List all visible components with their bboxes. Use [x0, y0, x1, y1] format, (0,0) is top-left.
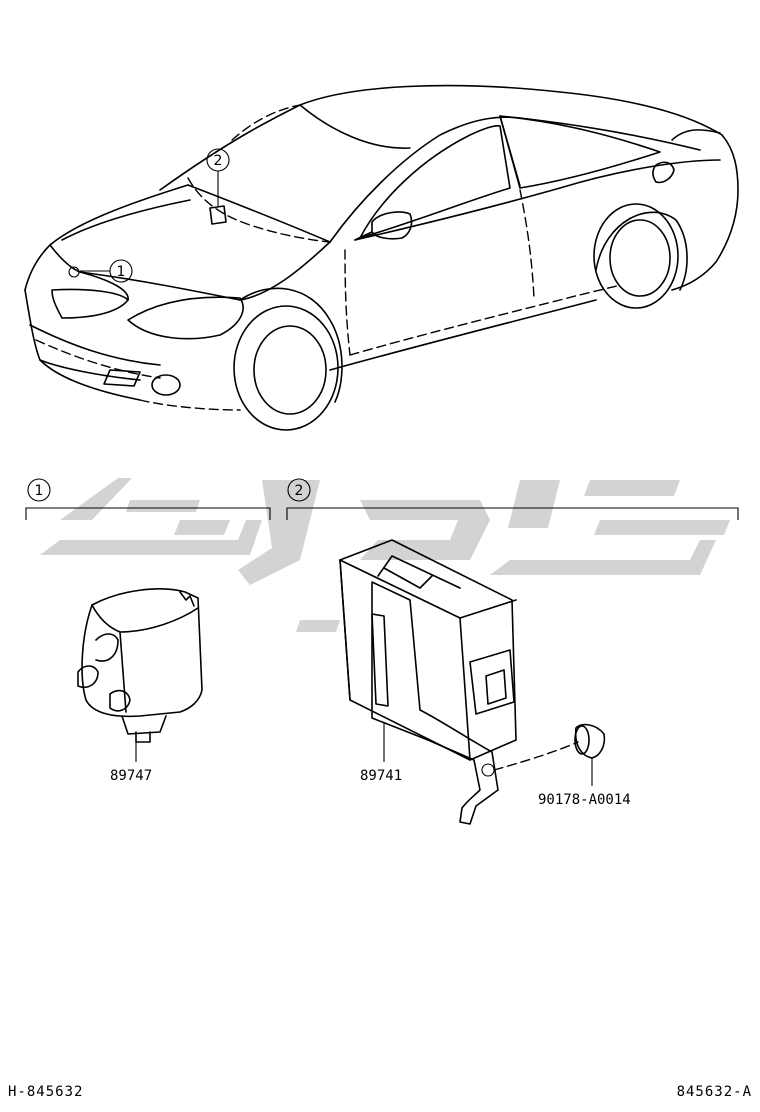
part-number-89741: 89741 [360, 768, 402, 784]
clip-part-drawing [493, 723, 606, 786]
section-2-header: 2 [286, 478, 739, 520]
part-number-89747: 89747 [110, 768, 152, 784]
section-2-label: 2 [295, 483, 304, 499]
section-1-header: 1 [25, 478, 271, 520]
section-1-label: 1 [35, 483, 44, 499]
buzzer-part-drawing [77, 588, 203, 762]
car-illustration [24, 84, 739, 431]
watermark-logo [40, 478, 730, 632]
part-number-90178-a0014: 90178-A0014 [538, 792, 631, 808]
diagram-code-right: 845632-A [676, 1084, 752, 1100]
callout-1-label: 1 [117, 264, 126, 280]
callout-2-label: 2 [214, 153, 223, 169]
callout-2-car: 2 [206, 148, 230, 206]
callout-1-car: 1 [80, 259, 133, 283]
diagram-code-left: H-845632 [8, 1084, 84, 1100]
